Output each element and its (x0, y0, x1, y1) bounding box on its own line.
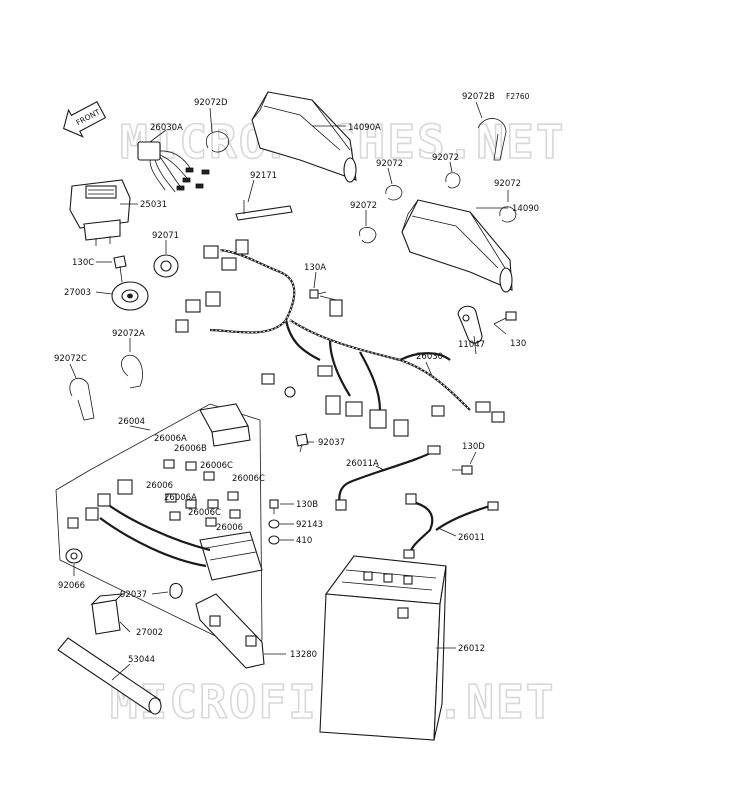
bolt-130c (113, 255, 127, 283)
tube-53044 (57, 637, 162, 715)
label-26030a: 26030A (150, 123, 183, 133)
relay-27002 (90, 593, 124, 635)
label-26004: 26004 (118, 417, 145, 427)
label-92072-c: 92072 (350, 201, 377, 211)
label-92072b: 92072B (462, 92, 495, 102)
label-26006a-2: 26006A (164, 493, 197, 503)
cover-14090 (401, 199, 513, 293)
cable-26011 (403, 493, 499, 559)
label-92037-2: 92037 (120, 590, 147, 600)
label-53044: 53044 (128, 655, 155, 665)
label-26011: 26011 (458, 533, 485, 543)
label-410: 410 (296, 536, 312, 546)
front-arrow-icon: FRONT (62, 101, 107, 138)
label-26006a-1: 26006A (154, 434, 187, 444)
grommet-92071 (153, 254, 179, 278)
switch-25031 (69, 179, 131, 246)
bracket-11047 (457, 305, 483, 344)
clip-92037-upper (295, 433, 309, 453)
label-92071: 92071 (152, 231, 179, 241)
bolt-130b (269, 499, 279, 514)
label-26006b: 26006B (174, 444, 207, 454)
clamp-92072-c (359, 227, 377, 244)
label-13280: 13280 (290, 650, 317, 660)
label-26011a: 26011A (346, 459, 379, 469)
label-92072-a: 92072 (376, 159, 403, 169)
label-27002: 27002 (136, 628, 163, 638)
bracket-92171 (235, 200, 293, 221)
label-14090a: 14090A (348, 123, 381, 133)
clamp-92072-b (445, 172, 461, 189)
label-27003: 27003 (64, 288, 91, 298)
cable-26011a (335, 445, 441, 511)
label-130c: 130C (72, 258, 94, 268)
leader-lines (69, 101, 509, 681)
bolt-130d (452, 465, 473, 475)
horn-27003 (111, 281, 149, 311)
clamp-92072a (121, 354, 143, 389)
label-26006c-1: 26006C (200, 461, 233, 471)
label-26012: 26012 (458, 644, 485, 654)
diagram-code: F2760 (506, 92, 530, 101)
label-14090: 14090 (512, 204, 539, 214)
cover-14090a (251, 91, 357, 183)
label-26030: 26030 (416, 352, 443, 362)
bolt-130 (493, 311, 517, 325)
label-11047: 11047 (458, 340, 485, 350)
label-26006c-2: 26006C (232, 474, 265, 484)
label-92171: 92171 (250, 171, 277, 181)
main-harness-26030 (175, 239, 505, 437)
washer-92143 (268, 519, 280, 529)
clamp-92072b (477, 118, 507, 161)
clamp-92072-a (385, 185, 403, 201)
label-92072-d: 92072 (494, 179, 521, 189)
label-92072a: 92072A (112, 329, 145, 339)
label-130: 130 (510, 339, 526, 349)
clamp-92072-d (499, 206, 517, 223)
label-130b: 130B (296, 500, 318, 510)
clamp-92072c (69, 377, 95, 421)
junction-box-26004 (55, 403, 263, 651)
label-92066: 92066 (58, 581, 85, 591)
label-25031: 25031 (140, 200, 167, 210)
label-130a: 130A (304, 263, 326, 273)
label-92072d: 92072D (194, 98, 228, 108)
label-26006-2: 26006 (216, 523, 243, 533)
label-92072c: 92072C (54, 354, 87, 364)
battery-26012 (319, 555, 447, 741)
clip-92037-lower (169, 582, 183, 599)
clip-92066 (65, 548, 83, 564)
label-26006-1: 26006 (146, 481, 173, 491)
nut-410 (268, 535, 280, 545)
bracket-13280 (195, 593, 265, 669)
label-26006c-3: 26006C (188, 508, 221, 518)
label-92143: 92143 (296, 520, 323, 530)
label-92037-1: 92037 (318, 438, 345, 448)
bolt-130a (309, 289, 327, 299)
relay-26030a (137, 141, 210, 193)
label-92072-b: 92072 (432, 153, 459, 163)
label-130d: 130D (462, 442, 485, 452)
clamp-92072d (205, 131, 230, 153)
